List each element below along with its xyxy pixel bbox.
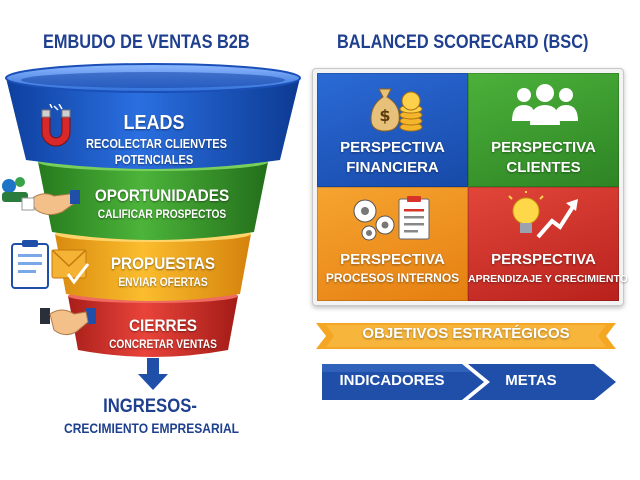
quadrant-procesos-line2: PROCESOS INTERNOS — [325, 271, 460, 285]
quadrant-aprendizaje: PERSPECTIVA APRENDIZAJE Y CRECIMIENTO — [468, 187, 628, 301]
gears-icon — [353, 196, 430, 241]
quadrant-aprendizaje-line1: PERSPECTIVA — [491, 251, 596, 268]
quadrant-financiera-line1: PERSPECTIVA — [340, 139, 445, 156]
quadrant-procesos: PERSPECTIVA PROCESOS INTERNOS — [317, 187, 468, 301]
people-icon — [512, 84, 578, 125]
bsc-title: BALANCED SCORECARD (BSC) — [337, 32, 589, 53]
stage-oportunidades-subtitle: CALIFICAR PROSPECTOS — [97, 207, 227, 221]
stage-leads-label: LEADS RECOLECTAR CLIENVTES POTENCIALES — [74, 112, 234, 167]
handshake-icon — [2, 177, 80, 216]
quadrant-procesos-line1: PERSPECTIVA — [340, 251, 445, 268]
quadrant-financiera: $ PERSPECTIVA FINANCIERA — [317, 73, 468, 187]
lightbulb-icon — [508, 191, 578, 239]
sales-funnel — [5, 63, 301, 390]
stage-propuestas-title: PROPUESTAS — [110, 254, 216, 273]
indicators-label: INDICADORES — [339, 372, 445, 389]
stage-propuestas-label: PROPUESTAS ENVIAR OFERTAS — [88, 254, 238, 289]
bsc-grid: $ PERSPECTIVA FINANCIERA PERSPECTIVA CLI… — [312, 68, 628, 306]
goals-label: METAS — [505, 372, 557, 389]
result-title: INGRESOS- — [103, 396, 197, 417]
quadrant-clientes-line2: CLIENTES — [506, 159, 581, 176]
stage-leads-subtitle-1: RECOLECTAR CLIENVTES — [86, 136, 228, 151]
stage-oportunidades-title: OPORTUNIDADES — [94, 186, 230, 205]
svg-text:$: $ — [379, 106, 390, 125]
indicators-goals-arrow — [322, 364, 616, 400]
funnel-stage-leads — [5, 63, 301, 169]
objectives-ribbon — [316, 323, 616, 349]
stage-propuestas-subtitle: ENVIAR OFERTAS — [118, 275, 208, 289]
money-bag-icon: $ — [370, 88, 423, 132]
stage-leads-title: LEADS — [123, 112, 185, 134]
stage-leads-subtitle-2: POTENCIALES — [114, 152, 194, 167]
documents-icon — [11, 240, 90, 289]
funnel-result: INGRESOS- CRECIMIENTO EMPRESARIAL — [50, 396, 250, 436]
quadrant-aprendizaje-line2: APRENDIZAJE Y CRECIMIENTO — [468, 273, 628, 285]
magnet-icon — [41, 104, 71, 147]
handshake-icon — [40, 308, 96, 336]
funnel-title: EMBUDO DE VENTAS B2B — [43, 32, 250, 53]
stage-cierres-subtitle: CONCRETAR VENTAS — [109, 337, 217, 351]
funnel-down-arrow — [138, 358, 168, 390]
objectives-label: OBJETIVOS ESTRATÉGICOS — [362, 325, 570, 342]
quadrant-financiera-line2: FINANCIERA — [346, 159, 439, 176]
stage-oportunidades-label: OPORTUNIDADES CALIFICAR PROSPECTOS — [82, 186, 242, 221]
quadrant-clientes: PERSPECTIVA CLIENTES — [468, 73, 619, 187]
stage-cierres-title: CIERRES — [128, 316, 198, 335]
stage-cierres-label: CIERRES CONCRETAR VENTAS — [88, 316, 238, 351]
quadrant-clientes-line1: PERSPECTIVA — [491, 139, 596, 156]
result-subtitle: CRECIMIENTO EMPRESARIAL — [64, 420, 240, 436]
